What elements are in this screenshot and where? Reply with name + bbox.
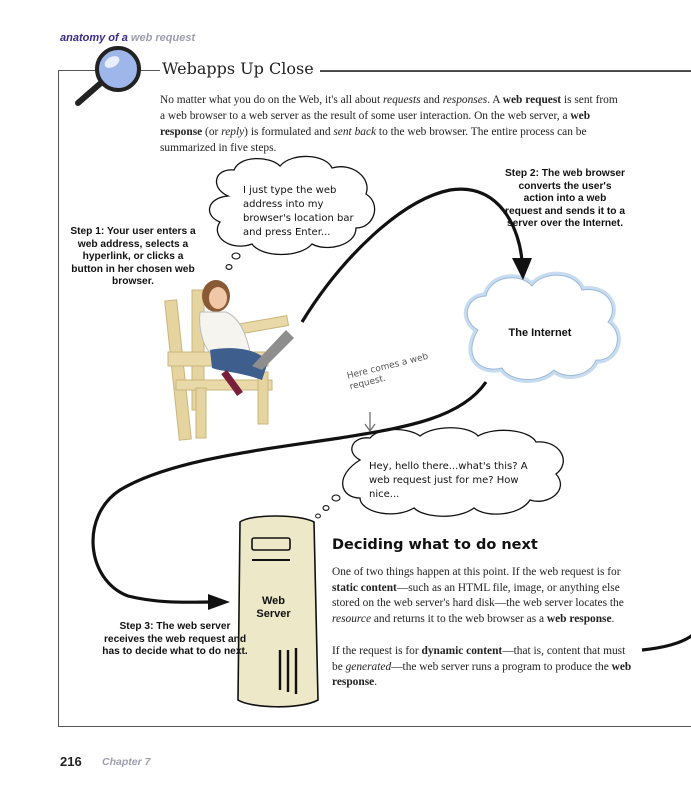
annotation-arrow <box>365 412 375 431</box>
dynamic-content-paragraph: If the request is for dynamic content—th… <box>332 644 632 691</box>
step3-caption: Step 3: The web server receives the web … <box>100 621 250 659</box>
chapter-label: Chapter 7 <box>102 756 150 768</box>
step2-caption: Step 2: The web browser converts the use… <box>505 168 625 231</box>
deciding-heading: Deciding what to do next <box>332 537 538 553</box>
magnifying-glass-icon <box>78 48 139 103</box>
user-thought-text: I just type the web address into my brow… <box>243 184 373 240</box>
internet-label: The Internet <box>470 327 610 339</box>
server-thought-text: Hey, hello there...what's this? A web re… <box>369 460 549 502</box>
page-number: 216 <box>60 754 82 769</box>
intro-paragraph: No matter what you do on the Web, it's a… <box>160 92 622 156</box>
user-illustration <box>165 280 294 440</box>
flow-arrow-continue <box>642 634 691 650</box>
step1-caption: Step 1: Your user enters a web address, … <box>66 226 200 289</box>
section-title: Webapps Up Close <box>160 59 320 78</box>
static-content-paragraph: One of two things happen at this point. … <box>332 565 632 627</box>
